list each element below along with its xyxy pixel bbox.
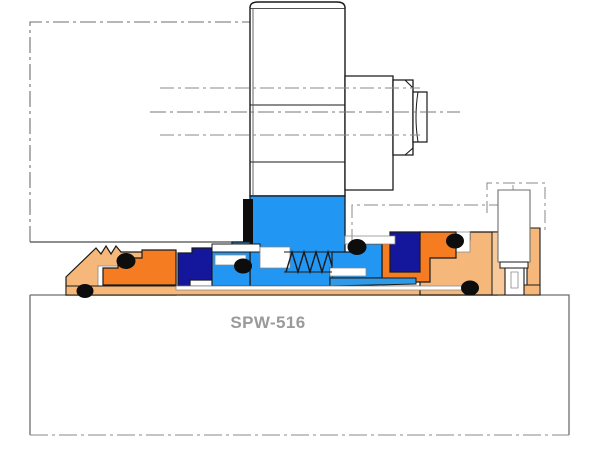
o-ring	[76, 284, 94, 298]
housing-block	[29, 294, 570, 436]
o-ring-set	[76, 233, 479, 298]
stationary-seal-face-right	[389, 231, 421, 273]
o-ring	[461, 280, 479, 296]
stationary-seal-face-left	[177, 247, 213, 287]
part-number-label: SPW-516	[230, 313, 305, 332]
coil-spring	[284, 249, 333, 275]
o-ring	[446, 233, 464, 249]
o-ring	[116, 253, 136, 269]
o-ring	[347, 239, 367, 255]
gland-bolt	[497, 189, 531, 296]
o-ring	[234, 258, 252, 274]
shaft-assembly	[249, 1, 428, 197]
gland-bolt-hidden-outline	[351, 182, 546, 243]
